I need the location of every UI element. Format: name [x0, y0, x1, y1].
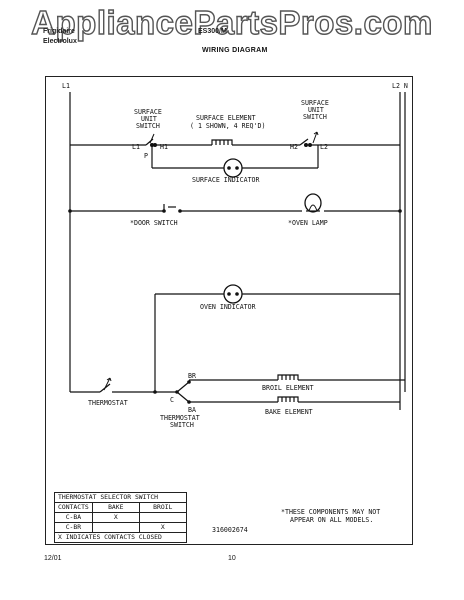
terminal-h1: H1: [160, 143, 168, 151]
terminal-l2: L2: [320, 143, 328, 151]
surface-element-label: SURFACE ELEMENT ( 1 SHOWN, 4 REQ'D): [190, 114, 265, 130]
surface-unit-switch-left-line3: SWITCH: [136, 122, 160, 130]
surface-unit-switch-right-line3: SWITCH: [303, 113, 327, 121]
thermostat-switch-line2: SWITCH: [170, 421, 194, 429]
page-title: WIRING DIAGRAM: [202, 47, 268, 54]
oven-indicator-lamp: [223, 284, 243, 304]
surface-element-line2: ( 1 SHOWN, 4 REQ'D): [190, 122, 265, 130]
note-line1: *THESE COMPONENTS MAY NOT: [281, 508, 380, 516]
surface-element-line1: SURFACE ELEMENT: [196, 114, 256, 122]
terminal-c: C: [170, 396, 174, 404]
table-cell: C-BA: [54, 512, 93, 523]
door-switch-label: *DOOR SWITCH: [130, 219, 178, 227]
footer-date: 12/01: [44, 555, 62, 562]
table-header-row: CONTACTS BAKE BROIL: [54, 502, 187, 513]
page-number: 10: [228, 555, 236, 562]
surface-unit-switch-right-line1: SURFACE: [301, 99, 329, 107]
terminal-p: P: [144, 152, 148, 160]
surface-unit-switch-right-line2: UNIT: [308, 106, 324, 114]
surface-unit-switch-left-line2: UNIT: [141, 115, 157, 123]
terminal-br: BR: [188, 372, 196, 380]
selector-table-title: THERMOSTAT SELECTOR SWITCH: [54, 492, 187, 503]
oven-indicator-label: OVEN INDICATOR: [200, 303, 256, 311]
terminal-labels: L1 H1 P H2 L2: [132, 143, 328, 160]
watermark: AppliancePartsPros.com: [30, 3, 433, 41]
oven-lamp-bulb: [304, 193, 322, 213]
table-cell: [91, 522, 140, 533]
thermostat-switch-line1: THERMOSTAT: [160, 414, 200, 422]
part-number: 316002674: [212, 526, 248, 534]
brand-line-2: Electrolux: [43, 38, 77, 45]
terminal-l1: L1: [132, 143, 140, 151]
surface-unit-switch-right: SURFACE UNIT SWITCH: [301, 99, 329, 121]
surface-indicator-label: SURFACE INDICATOR: [192, 176, 260, 184]
line-labels: L1 L2 N: [62, 82, 408, 90]
bake-element-label: BAKE ELEMENT: [265, 408, 313, 416]
oven-lamp-label: *OVEN LAMP: [288, 219, 328, 227]
thermostat-selector-table: THERMOSTAT SELECTOR SWITCH CONTACTS BAKE…: [54, 492, 187, 543]
terminal-ba: BA: [188, 406, 196, 414]
table-row: C-BA X: [54, 512, 187, 523]
brand-line-1: Frigidaire: [43, 28, 75, 35]
selector-table-footnote: X INDICATES CONTACTS CLOSED: [54, 532, 187, 543]
broil-element-label: BROIL ELEMENT: [262, 384, 314, 392]
surface-unit-switch-left-line1: SURFACE: [134, 108, 162, 116]
column-header: CONTACTS: [54, 502, 93, 513]
components-note: *THESE COMPONENTS MAY NOT APPEAR ON ALL …: [281, 508, 380, 524]
table-cell: X: [91, 512, 140, 523]
thermostat-label: THERMOSTAT: [88, 399, 128, 407]
surface-unit-switch-left: SURFACE UNIT SWITCH: [134, 108, 162, 130]
table-cell: X: [138, 522, 187, 533]
model-number: ES300/M: [198, 28, 227, 35]
l1-label: L1: [62, 82, 70, 90]
note-line2: APPEAR ON ALL MODELS.: [290, 516, 373, 524]
surface-indicator-lamp: [223, 158, 243, 178]
column-header: BROIL: [138, 502, 187, 513]
column-header: BAKE: [91, 502, 140, 513]
table-cell: C-BR: [54, 522, 93, 533]
diagram-frame: [45, 76, 413, 545]
table-row: C-BR X: [54, 522, 187, 533]
table-cell: [138, 512, 187, 523]
l2n-label: L2 N: [392, 82, 408, 90]
terminal-h2: H2: [290, 143, 298, 151]
